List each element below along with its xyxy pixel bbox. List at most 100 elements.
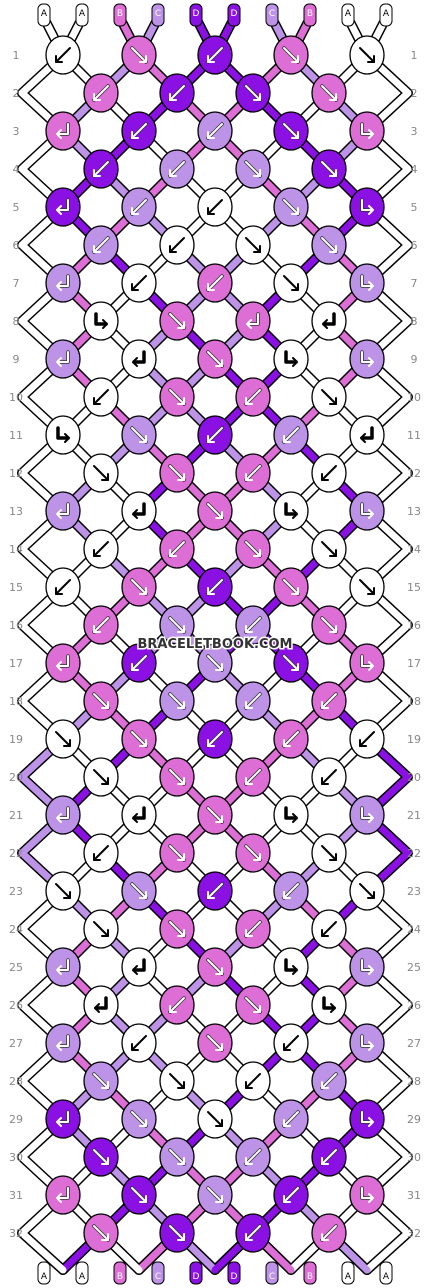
knot-arrow-icon bbox=[94, 312, 108, 329]
knot-arrow-icon bbox=[168, 1148, 186, 1166]
string-tab-bottom: B bbox=[303, 1261, 317, 1285]
row-label-right: 12 bbox=[407, 467, 421, 480]
string-tab-top: C bbox=[151, 3, 165, 27]
row-label-left: 20 bbox=[9, 771, 23, 784]
knot-arrow-icon bbox=[168, 312, 186, 330]
row-label-right: 4 bbox=[411, 163, 418, 176]
row-label-right: 13 bbox=[407, 505, 421, 518]
svg-text:A: A bbox=[79, 1272, 86, 1282]
knot-arrow-icon bbox=[282, 578, 300, 596]
svg-text:B: B bbox=[307, 9, 313, 19]
knot-arrow-icon bbox=[244, 996, 262, 1014]
knot bbox=[45, 643, 81, 683]
row-label-left: 6 bbox=[13, 239, 20, 252]
row-label-right: 15 bbox=[407, 581, 421, 594]
string-tab-top: A bbox=[341, 3, 355, 27]
knot-arrow-icon bbox=[56, 426, 70, 443]
row-label-left: 13 bbox=[9, 505, 23, 518]
string-line bbox=[59, 14, 371, 1274]
knot bbox=[45, 187, 81, 227]
svg-text:D: D bbox=[193, 9, 200, 19]
row-label-right: 17 bbox=[407, 657, 421, 670]
row-label-right: 11 bbox=[407, 429, 421, 442]
row-label-left: 24 bbox=[9, 923, 23, 936]
knot-arrow-icon bbox=[321, 465, 337, 481]
svg-text:A: A bbox=[41, 1272, 48, 1282]
knot bbox=[349, 643, 385, 683]
knot-arrow-icon bbox=[320, 160, 338, 178]
row-label-left: 31 bbox=[9, 1189, 23, 1202]
knot bbox=[349, 795, 385, 835]
knot-arrow-icon bbox=[282, 654, 300, 672]
row-label-left: 21 bbox=[9, 809, 23, 822]
knot bbox=[349, 1099, 385, 1139]
knot-arrow-icon bbox=[92, 236, 110, 254]
knot-arrow-icon bbox=[206, 350, 224, 368]
string-line bbox=[59, 14, 371, 1274]
knot-arrow-icon bbox=[130, 46, 148, 64]
knot-arrow-icon bbox=[320, 1072, 338, 1090]
knot-arrow-icon bbox=[55, 731, 71, 747]
svg-text:B: B bbox=[307, 1272, 313, 1282]
knot-arrow-icon bbox=[360, 806, 374, 823]
strings-layer bbox=[17, 13, 413, 1275]
knot-arrow-icon bbox=[282, 46, 300, 64]
row-label-right: 9 bbox=[411, 353, 418, 366]
knot-arrow-icon bbox=[320, 616, 338, 634]
knot-arrow-icon bbox=[206, 958, 224, 976]
string-line bbox=[59, 14, 371, 1274]
knot-arrow-icon bbox=[130, 882, 148, 900]
knot bbox=[349, 263, 385, 303]
svg-text:A: A bbox=[79, 9, 86, 19]
knot-arrow-icon bbox=[168, 1224, 186, 1242]
row-label-right: 22 bbox=[407, 847, 421, 860]
row-label-right: 1 bbox=[411, 49, 418, 62]
row-label-right: 20 bbox=[407, 771, 421, 784]
knot-arrow-icon bbox=[130, 198, 148, 216]
row-label-right: 2 bbox=[411, 87, 418, 100]
row-label-left: 9 bbox=[13, 353, 20, 366]
row-label-left: 4 bbox=[13, 163, 20, 176]
knot bbox=[121, 491, 157, 531]
row-label-left: 15 bbox=[9, 581, 23, 594]
knot-arrow-icon bbox=[360, 274, 374, 291]
knot-arrow-icon bbox=[55, 579, 71, 595]
row-label-right: 16 bbox=[407, 619, 421, 632]
knot bbox=[121, 795, 157, 835]
knot-arrow-icon bbox=[359, 883, 375, 899]
knot-arrow-icon bbox=[92, 692, 110, 710]
row-label-right: 5 bbox=[411, 201, 418, 214]
knot-arrow-icon bbox=[283, 1035, 299, 1051]
knot bbox=[349, 187, 385, 227]
knot-arrow-icon bbox=[130, 426, 148, 444]
knot-arrow-icon bbox=[207, 199, 223, 215]
knot-arrow-icon bbox=[321, 845, 337, 861]
string-tab-top: A bbox=[379, 3, 393, 27]
knot-arrow-icon bbox=[206, 730, 224, 748]
knot-arrow-icon bbox=[282, 1186, 300, 1204]
knot-arrow-icon bbox=[206, 1186, 224, 1204]
row-label-left: 14 bbox=[9, 543, 23, 556]
string-tab-top: A bbox=[75, 3, 89, 27]
knot-arrow-icon bbox=[244, 920, 262, 938]
knot-arrow-icon bbox=[168, 388, 186, 406]
knot-arrow-icon bbox=[283, 275, 299, 291]
knot bbox=[45, 263, 81, 303]
row-label-left: 27 bbox=[9, 1037, 23, 1050]
knot-arrow-icon bbox=[169, 1073, 185, 1089]
row-label-left: 5 bbox=[13, 201, 20, 214]
knot-arrow-icon bbox=[321, 921, 337, 937]
row-label-left: 28 bbox=[9, 1075, 23, 1088]
knot bbox=[45, 947, 81, 987]
watermark: BRACELETBOOK.COM bbox=[138, 637, 293, 652]
knot-arrow-icon bbox=[92, 84, 110, 102]
knot-arrow-icon bbox=[168, 920, 186, 938]
string-tab-bottom: A bbox=[37, 1261, 51, 1285]
knot bbox=[349, 491, 385, 531]
row-label-left: 30 bbox=[9, 1151, 23, 1164]
row-label-left: 11 bbox=[9, 429, 23, 442]
knot-arrow-icon bbox=[321, 769, 337, 785]
svg-text:D: D bbox=[193, 1272, 200, 1282]
knot-arrow-icon bbox=[168, 540, 186, 558]
